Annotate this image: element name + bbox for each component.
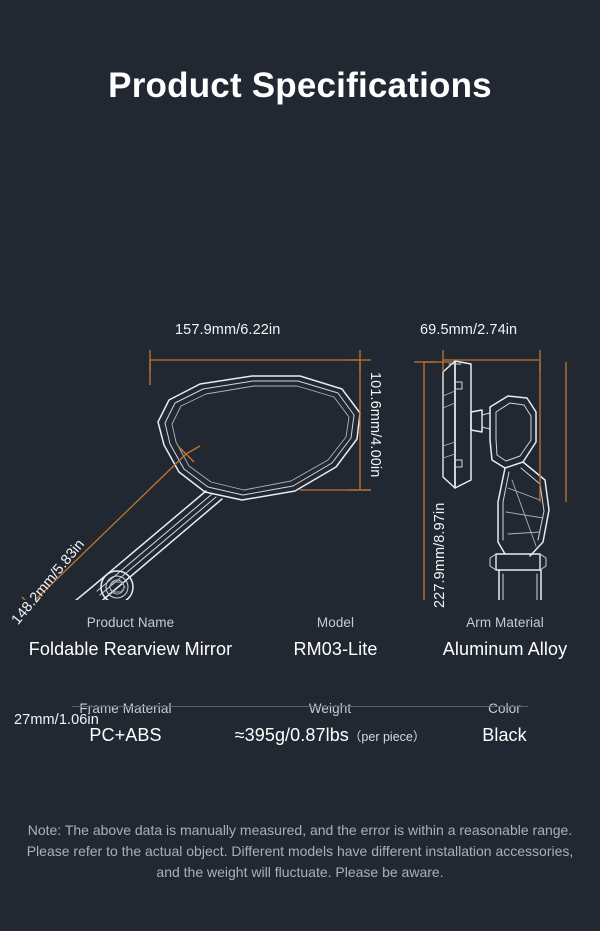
spec-label-weight: Weight — [308, 701, 352, 716]
spec-value-product-name: Foldable Rearview Mirror — [28, 639, 233, 659]
spec-value-weight-main: ≈395g/0.87lbs — [234, 725, 349, 745]
dimension-label-side-width: 69.5mm/2.74in — [420, 322, 518, 338]
spec-value-weight-suffix: （per piece） — [348, 730, 426, 744]
spec-cell-weight: Weight ≈395g/0.87lbs（per piece） — [217, 701, 444, 746]
spec-label-color: Color — [488, 701, 521, 716]
dimension-lines — [21, 350, 567, 600]
dimension-label-side-height: 227.9mm/8.97in — [432, 502, 448, 608]
spec-cell-arm-material: Arm Material Aluminum Alloy — [412, 615, 599, 660]
mirror-plate-side-view — [442, 360, 472, 489]
disclaimer-note: Note: The above data is manually measure… — [26, 822, 574, 880]
spec-value-arm-material: Aluminum Alloy — [442, 639, 568, 659]
spec-value-frame-material: PC+ABS — [89, 725, 162, 745]
dimension-label-clamp-width: 27mm/1.06in — [14, 712, 99, 728]
spec-label-model: Model — [316, 615, 355, 630]
spec-value-weight: ≈395g/0.87lbs（per piece） — [223, 725, 438, 746]
spec-cell-color: Color Black — [444, 701, 566, 746]
spec-cell-product-name: Product Name Foldable Rearview Mirror — [2, 615, 260, 660]
spec-cell-frame-material: Frame Material PC+ABS — [35, 701, 217, 746]
spec-row-2: Frame Material PC+ABS Weight ≈395g/0.87l… — [0, 701, 600, 746]
spec-value-model: RM03-Lite — [293, 639, 378, 659]
spec-label-frame-material: Frame Material — [79, 701, 172, 716]
specifications-table: Product Name Foldable Rearview Mirror Mo… — [0, 615, 600, 746]
mirror-arm-front-view — [75, 490, 223, 600]
drawing-svg: .ln { fill:none; stroke:#e8ecf0; stroke-… — [21, 350, 567, 600]
spec-row-1: Product Name Foldable Rearview Mirror Mo… — [0, 615, 600, 660]
dimension-label-front-width: 157.9mm/6.22in — [175, 322, 281, 338]
technical-drawing: .ln { fill:none; stroke:#e8ecf0; stroke-… — [0, 150, 600, 728]
mirror-arm-side-view — [470, 395, 550, 600]
dimension-label-front-height: 101.6mm/4.00in — [367, 372, 383, 478]
spec-cell-model: Model RM03-Lite — [260, 615, 412, 660]
mirror-head-front-view — [157, 375, 361, 501]
page-title: Product Specifications — [108, 66, 492, 105]
spec-value-color: Black — [482, 725, 527, 745]
spec-label-arm-material: Arm Material — [466, 615, 544, 630]
spec-label-product-name: Product Name — [86, 615, 175, 630]
spec-divider — [72, 706, 528, 707]
